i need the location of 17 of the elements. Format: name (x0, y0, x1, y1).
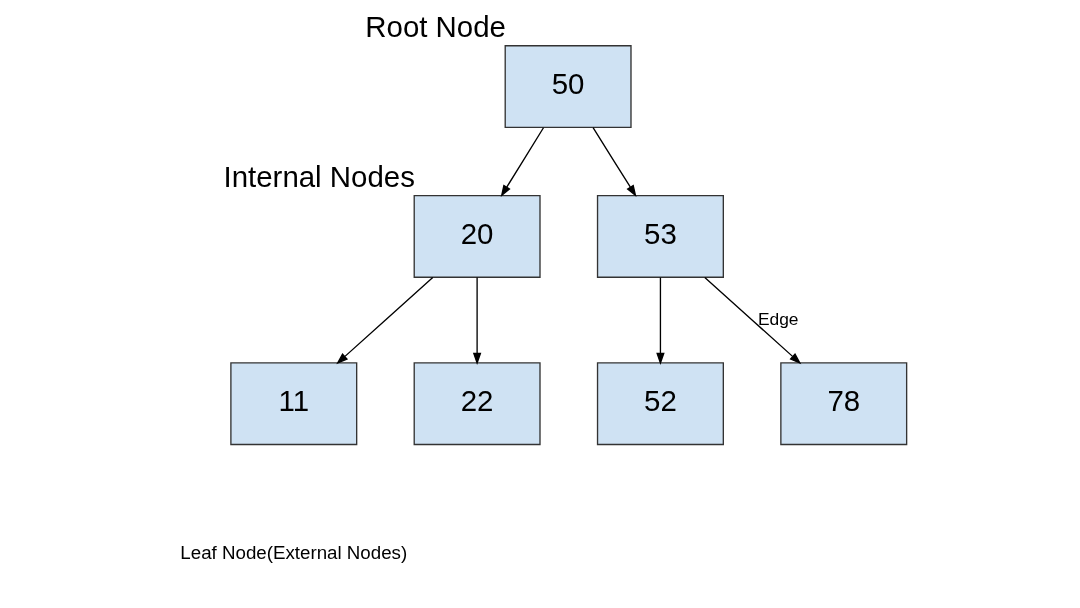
node-box: 53 (596, 194, 724, 278)
edge-label: Edge (757, 308, 799, 329)
arrow (472, 276, 482, 365)
label: Leaf Node(External Nodes) (180, 541, 408, 563)
node-box: 22 (413, 362, 541, 446)
node-box: 78 (780, 362, 908, 446)
node-box: 11 (230, 362, 358, 446)
arrow (500, 127, 545, 197)
node-label: Root Node (365, 10, 506, 44)
arrow (704, 276, 802, 365)
arrow (592, 127, 637, 197)
arrow (336, 276, 434, 365)
node-label: Internal Nodes (223, 160, 415, 194)
arrow (656, 276, 665, 365)
node-box: 20 (413, 194, 541, 278)
node-box: 50 (504, 45, 632, 129)
node-box: 52 (596, 362, 724, 446)
